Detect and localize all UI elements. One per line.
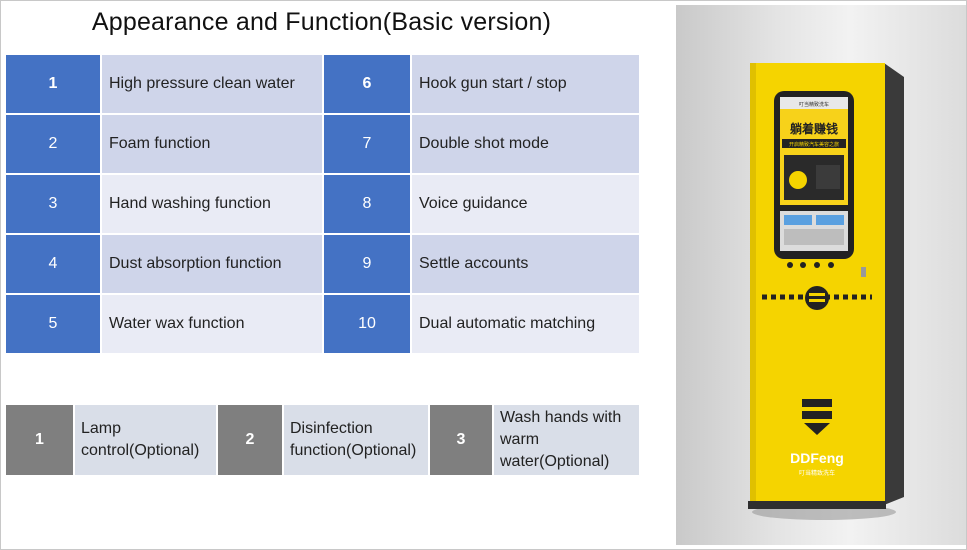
table-row: 1 Lamp control(Optional) 2 Disinfection … [4,403,641,477]
feature-label: Settle accounts [410,233,641,295]
optional-label: Disinfection function(Optional) [282,403,430,477]
feature-number: 4 [4,233,102,295]
feature-number: 7 [322,113,412,175]
optional-label-line: warm [500,431,540,448]
feature-number: 10 [322,293,412,355]
feature-label: Foam function [100,113,324,175]
optional-label-line: Disinfection [290,420,373,437]
car-wash-machine-image: 叮当精致洗车 躺着赚钱 开启精致汽车美容之旅 DDFeng 叮当精致洗车 [748,63,904,520]
screen-headline: 躺着赚钱 [790,121,838,136]
feature-label: High pressure clean water [100,53,324,115]
feature-label: Dust absorption function [100,233,324,295]
feature-number: 9 [322,233,412,295]
screen-banner: 开启精致汽车美容之旅 [789,141,839,148]
feature-label: Dual automatic matching [410,293,641,355]
screen-top-text: 叮当精致洗车 [799,101,829,108]
optional-number: 3 [428,403,494,477]
optional-label-line: Lamp [81,420,122,437]
table-row: 4 Dust absorption function 9 Settle acco… [4,233,641,295]
machine-photo: 叮当精致洗车 躺着赚钱 开启精致汽车美容之旅 DDFeng 叮当精致洗车 [676,5,966,545]
feature-number: 6 [322,53,412,115]
feature-label: Water wax function [100,293,324,355]
brand-subtitle: 叮当精致洗车 [799,469,835,477]
feature-number: 1 [4,53,102,115]
feature-number: 2 [4,113,102,175]
optional-label-line: Wash hands with [500,409,622,426]
page-title: Appearance and Function(Basic version) [91,8,552,36]
optional-number: 1 [4,403,75,477]
feature-number: 3 [4,173,102,235]
optional-label-line: function(Optional) [290,442,417,459]
optional-label: Lamp control(Optional) [73,403,218,477]
feature-number: 5 [4,293,102,355]
optional-label-line: control(Optional) [81,442,200,459]
table-row: 1 High pressure clean water 6 Hook gun s… [4,53,641,115]
feature-number: 8 [322,173,412,235]
features-table: 1 High pressure clean water 6 Hook gun s… [4,53,641,355]
optional-label-line: water(Optional) [500,453,610,470]
table-row: 5 Water wax function 10 Dual automatic m… [4,293,641,355]
optional-number: 2 [216,403,284,477]
optional-label: Wash hands with warm water(Optional) [492,403,641,477]
brand-logo-text: DDFeng [790,450,844,466]
table-row: 2 Foam function 7 Double shot mode [4,113,641,175]
feature-label: Voice guidance [410,173,641,235]
optional-features-table: 1 Lamp control(Optional) 2 Disinfection … [4,403,641,477]
feature-label: Hook gun start / stop [410,53,641,115]
table-row: 3 Hand washing function 8 Voice guidance [4,173,641,235]
feature-label: Double shot mode [410,113,641,175]
feature-label: Hand washing function [100,173,324,235]
